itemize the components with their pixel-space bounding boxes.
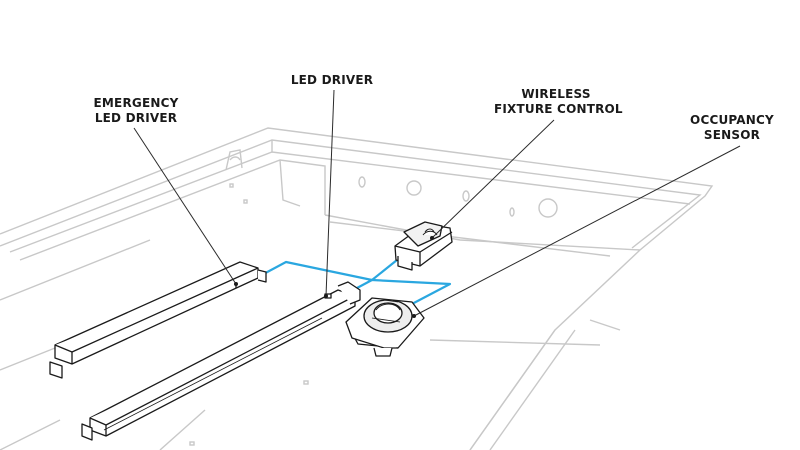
- leader-emergency-driver: [133, 127, 237, 285]
- occupancy-sensor: [345, 297, 425, 357]
- leader-led-driver: [325, 89, 335, 297]
- emergency-led-driver-label-line-2: LED DRIVER: [94, 111, 178, 125]
- occupancy-sensor-label-line-1: OCCUPANCY: [690, 113, 774, 127]
- led-driver: [81, 281, 361, 441]
- leader-lines: [133, 89, 741, 317]
- wireless-fixture-control: [394, 221, 453, 271]
- leader-wireless-control: [431, 119, 555, 239]
- wireless-fixture-control-label-line-2: FIXTURE CONTROL: [494, 102, 623, 116]
- led-driver-label: LED DRIVER: [282, 73, 382, 88]
- leader-occupancy-sensor: [413, 145, 741, 317]
- emergency-led-driver: [49, 261, 267, 379]
- wireless-fixture-control-label: WIRELESS FIXTURE CONTROL: [494, 87, 623, 117]
- emergency-led-driver-label-line-1: EMERGENCY: [93, 96, 179, 110]
- emergency-led-driver-label: EMERGENCY LED DRIVER: [86, 96, 186, 126]
- led-driver-label-line-1: LED DRIVER: [290, 73, 374, 87]
- occupancy-sensor-label-line-2: SENSOR: [703, 128, 761, 142]
- leader-dots: [234, 236, 434, 318]
- wireless-fixture-control-label-line-1: WIRELESS: [521, 87, 591, 101]
- occupancy-sensor-label: OCCUPANCY SENSOR: [682, 113, 782, 143]
- fixture-housing: [0, 127, 714, 450]
